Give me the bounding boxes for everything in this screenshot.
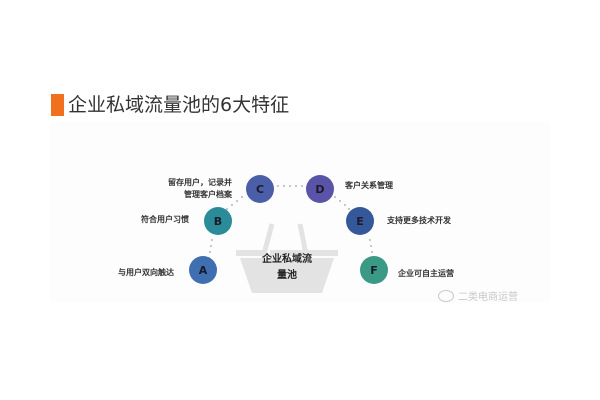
label-e: 支持更多技术开发 xyxy=(387,216,451,225)
center-label: 企业私域流 量池 xyxy=(254,252,320,284)
label-f: 企业可自主运营 xyxy=(398,269,454,278)
center-label-line2: 量池 xyxy=(277,270,297,281)
label-d: 客户关系管理 xyxy=(345,181,393,190)
node-c: C xyxy=(246,175,274,203)
watermark: 二类电商运营 xyxy=(438,288,518,303)
node-f: F xyxy=(360,256,388,284)
node-b: B xyxy=(204,207,232,235)
basket-icon xyxy=(236,223,338,293)
node-d: D xyxy=(306,175,334,203)
watermark-text: 二类电商运营 xyxy=(458,292,518,303)
node-a: A xyxy=(189,256,217,284)
label-c: 留存用户，记录并 管理客户档案 xyxy=(168,178,232,199)
wechat-icon xyxy=(438,289,454,302)
center-label-line1: 企业私域流 xyxy=(262,254,312,265)
node-e: E xyxy=(346,207,374,235)
label-a: 与用户双向触达 xyxy=(118,268,174,277)
slide-title: 企业私域流量池的6大特征 xyxy=(51,94,289,116)
label-b: 符合用户习惯 xyxy=(141,215,189,224)
title-text: 企业私域流量池的6大特征 xyxy=(68,94,290,116)
title-accent-bar xyxy=(51,94,64,116)
